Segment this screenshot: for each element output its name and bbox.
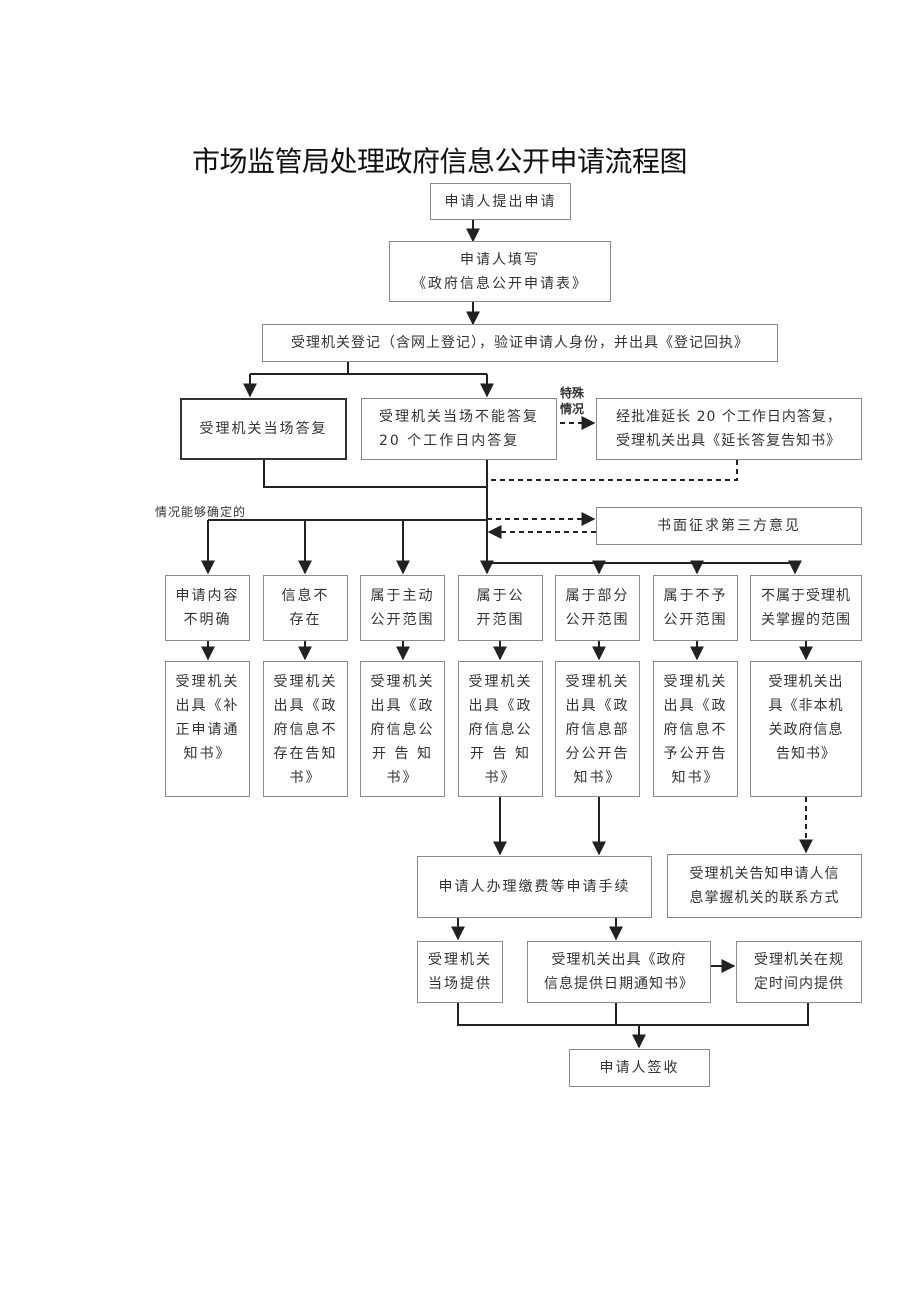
notice-not-exist: 受理机关 出具《政 府信息不 存在告知 书》: [263, 661, 348, 797]
page-title: 市场监管局处理政府信息公开申请流程图: [192, 145, 688, 178]
provide-later-box: 受理机关在规 定时间内提供: [736, 941, 862, 1003]
notice-supplement: 受理机关 出具《补 正申请通 知书》: [165, 661, 250, 797]
category-not-disclosed: 属于不予 公开范围: [653, 575, 738, 641]
cannot-answer-box: 受理机关当场不能答复 20 个工作日内答复: [361, 398, 557, 460]
inform-contact-box: 受理机关告知申请人信 息掌握机关的联系方式: [667, 854, 862, 918]
answer-on-site-box: 受理机关当场答复: [180, 398, 347, 460]
third-party-box: 书面征求第三方意见: [596, 507, 862, 545]
notice-proactive: 受理机关 出具《政 府信息公 开 告 知 书》: [360, 661, 445, 797]
final-merge: [457, 1003, 809, 1026]
register-split: [250, 362, 349, 375]
answer-on-site-merge: [263, 460, 487, 488]
provide-on-site-box: 受理机关 当场提供: [417, 941, 503, 1003]
category-unclear: 申请内容 不明确: [165, 575, 250, 641]
extension-box: 经批准延长 20 个工作日内答复， 受理机关出具《延长答复告知书》: [596, 398, 862, 460]
category-public: 属于公 开范围: [458, 575, 543, 641]
category-not-exist: 信息不 存在: [263, 575, 348, 641]
special-case-label: 特殊 情况: [560, 386, 585, 416]
register-box: 受理机关登记（含网上登记），验证申请人身份，并出具《登记回执》: [262, 324, 778, 362]
fees-procedure-box: 申请人办理缴费等申请手续: [417, 856, 652, 918]
notice-not-disclosed: 受理机关 出具《政 府信息不 予公开告 知书》: [653, 661, 738, 797]
sign-receipt-box: 申请人签收: [569, 1049, 710, 1087]
category-not-held: 不属于受理机 关掌握的范围: [750, 575, 862, 641]
fill-form-box: 申请人填写 《政府信息公开申请表》: [389, 241, 611, 302]
category-partial: 属于部分 公开范围: [555, 575, 640, 641]
category-proactive: 属于主动 公开范围: [360, 575, 445, 641]
extend-return: [487, 460, 738, 481]
notice-partial: 受理机关 出具《政 府信息部 分公开告 知书》: [555, 661, 640, 797]
determinable-label: 情况能够确定的: [155, 505, 247, 519]
submit-application-box: 申请人提出申请: [430, 183, 571, 220]
date-notice-box: 受理机关出具《政府 信息提供日期通知书》: [527, 941, 711, 1003]
notice-not-held: 受理机关出 具《非本机 关政府信息 告知书》: [750, 661, 862, 797]
notice-public: 受理机关 出具《政 府信息公 开 告 知 书》: [458, 661, 543, 797]
